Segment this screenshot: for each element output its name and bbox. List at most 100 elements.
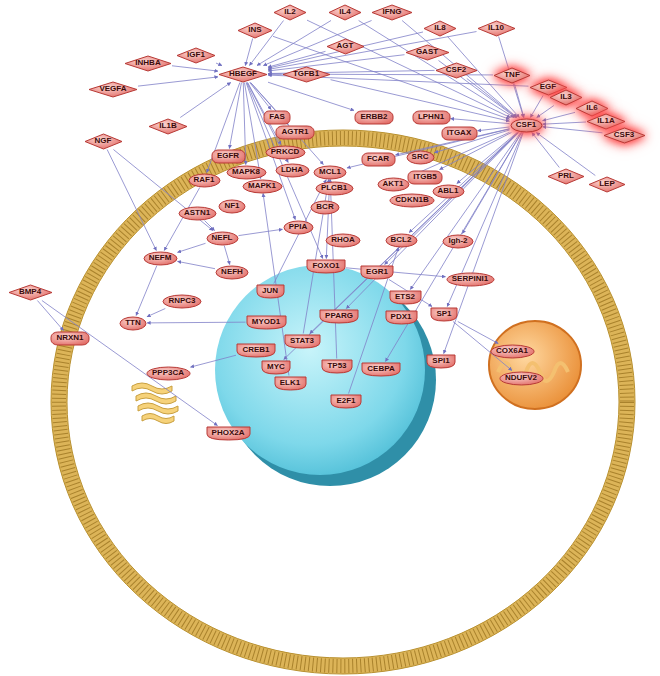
interaction-edge	[532, 133, 559, 168]
gene-node: INS	[238, 23, 272, 38]
gene-node: PDX1	[386, 311, 417, 324]
gene-node: FAS	[264, 111, 290, 124]
gene-node: IL6	[576, 101, 608, 116]
interaction-edge	[402, 21, 517, 118]
gene-node: AKT1	[378, 178, 409, 191]
gene-label: INS	[248, 26, 261, 34]
gene-node: IL1A	[587, 114, 625, 129]
gene-node: FCAR	[362, 153, 395, 166]
gene-node: ABL1	[433, 185, 464, 198]
interaction-edge	[216, 63, 222, 65]
gene-label: ETS2	[395, 293, 415, 301]
cell-membrane	[59, 138, 627, 666]
gene-node: RHOA	[326, 234, 360, 247]
gene-label: IL3	[560, 93, 572, 101]
interaction-edge	[257, 21, 331, 66]
gene-node: TTN	[120, 317, 146, 330]
gene-node: AGT	[327, 39, 364, 54]
gene-label: PHOX2A	[212, 429, 245, 437]
interaction-edge	[268, 32, 477, 70]
interaction-edge	[310, 133, 518, 334]
interaction-edge	[229, 83, 241, 149]
interaction-edge	[447, 133, 522, 307]
gene-node: ITGAX	[442, 127, 477, 140]
gene-node: SPI1	[427, 355, 455, 368]
gene-label: IL1A	[597, 117, 614, 125]
gene-node: CSF2	[436, 63, 477, 78]
gene-label: TP53	[327, 362, 346, 370]
gene-node: GAST	[406, 45, 449, 60]
gene-node: E2F1	[331, 395, 361, 408]
gene-label: IFNG	[382, 8, 401, 16]
gene-node: EGFR	[212, 150, 245, 163]
gene-label: PLCB1	[321, 184, 347, 192]
mitochondrion	[489, 321, 581, 409]
interaction-edge	[191, 355, 237, 367]
gene-label: IGF1	[187, 51, 205, 59]
gene-node: ELK1	[275, 377, 306, 390]
gene-node: LPHN1	[413, 111, 450, 124]
interaction-edge	[273, 36, 510, 119]
gene-label: LEP	[599, 180, 615, 188]
gene-label: ITGB5	[413, 173, 437, 181]
gene-node: PRL	[548, 169, 584, 184]
gene-node: FOXO1	[307, 260, 345, 273]
gene-node: IL8	[424, 21, 456, 36]
gene-label: IL4	[339, 8, 351, 16]
gene-node: EGR1	[361, 266, 393, 279]
gene-label: MAPK8	[232, 168, 260, 176]
interaction-edge	[147, 322, 246, 324]
gene-node: IL10	[478, 21, 515, 36]
gene-label: RHOA	[331, 236, 355, 244]
gene-label: MYOD1	[252, 318, 280, 326]
gene-node: PRKCD	[266, 146, 305, 159]
interaction-edge	[224, 246, 230, 265]
gene-label: RNPC3	[168, 297, 195, 305]
gene-label: TGFB1	[293, 70, 319, 78]
gene-label: MCL1	[319, 168, 341, 176]
gene-node: RAF1	[189, 174, 220, 187]
gene-node: CSF3	[604, 128, 645, 143]
interaction-edge	[268, 82, 354, 110]
interaction-edge	[251, 83, 324, 165]
gene-label: GAST	[416, 48, 438, 56]
interaction-edge	[543, 127, 603, 133]
gene-node: BMP4	[9, 285, 52, 300]
interaction-edge	[439, 61, 516, 118]
gene-label: SRC	[412, 153, 429, 161]
gene-label: CSF1	[516, 121, 536, 129]
gene-node: VEGFA	[89, 82, 137, 97]
gene-label: NDUFV2	[505, 374, 537, 382]
gene-node: CSF1	[511, 119, 542, 132]
gene-node: BCL2	[386, 234, 417, 247]
gene-label: SP1	[436, 310, 451, 318]
gene-node: NEFL	[207, 232, 238, 245]
gene-label: EGR1	[366, 268, 388, 276]
gene-node: ITGB5	[408, 171, 442, 184]
gene-label: IL1B	[159, 122, 176, 130]
gene-node: JUN	[257, 285, 284, 298]
gene-label: IL2	[284, 8, 296, 16]
gene-node: PPIA	[284, 221, 313, 234]
gene-label: INHBA	[135, 59, 160, 67]
gene-node: SP1	[431, 308, 457, 321]
gene-node: ETS2	[390, 291, 421, 304]
gene-label: SPI1	[432, 357, 449, 365]
gene-node: IL4	[329, 5, 361, 20]
interaction-edge	[389, 280, 432, 307]
interaction-edge	[180, 83, 230, 118]
gene-node: NF1	[219, 200, 245, 213]
gene-label: AGTR1	[281, 128, 308, 136]
interaction-edge	[467, 79, 517, 118]
gene-node: RNPC3	[163, 295, 201, 308]
gene-label: E2F1	[336, 397, 355, 405]
gene-node: TNF	[494, 68, 530, 83]
gene-label: CEBPA	[367, 365, 394, 373]
gene-node: MYOD1	[247, 316, 286, 329]
membrane-edge	[51, 130, 635, 674]
gene-label: BCL2	[391, 236, 412, 244]
gene-label: HBEGF	[229, 70, 257, 78]
endoplasmic-reticulum	[132, 383, 178, 424]
gene-label: NRXN1	[56, 334, 83, 342]
gene-label: FAS	[269, 113, 285, 121]
